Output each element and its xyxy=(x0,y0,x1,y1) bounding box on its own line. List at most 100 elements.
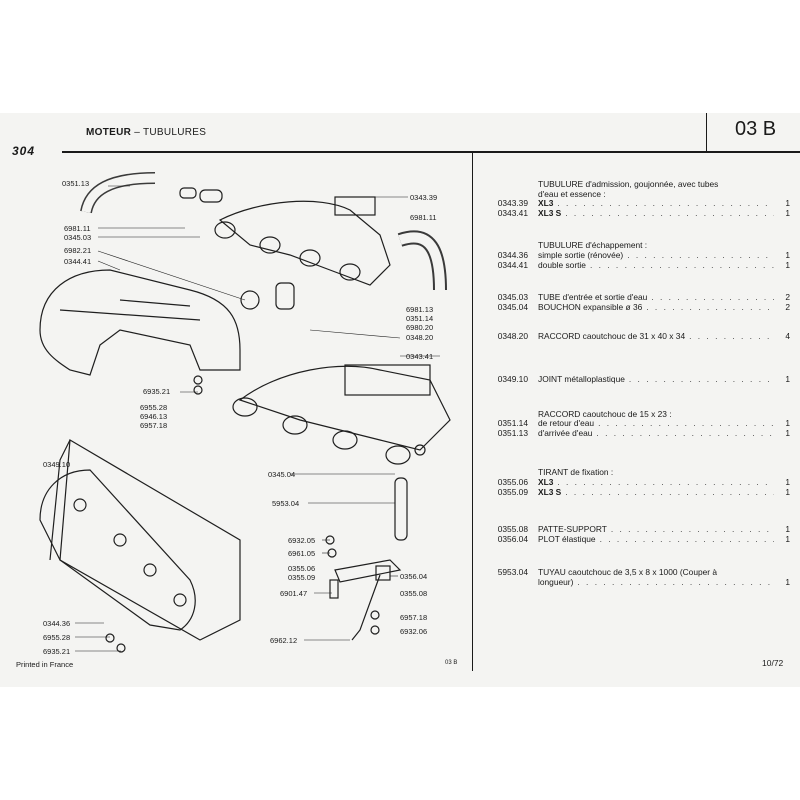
diagram-label: 0356.04 xyxy=(400,572,428,581)
part-quantity: 1 xyxy=(785,198,790,209)
part-quantity: 1 xyxy=(785,427,790,438)
part-ref: 0348.20 xyxy=(497,331,528,342)
part-description: XL3 xyxy=(538,477,554,487)
part-description: longueur) xyxy=(538,577,574,587)
part-ref: 0355.08 xyxy=(497,524,528,535)
rubber-pipe xyxy=(394,477,408,541)
diagram-label: 0345.04 xyxy=(268,470,296,479)
part-desc-wrap: BOUCHON expansible ø 36. . . . . . . . .… xyxy=(538,303,778,313)
parts-line: longueur). . . . . . . . . . . . . . . .… xyxy=(478,576,790,588)
part-ref: 0351.14 xyxy=(497,418,528,429)
diagram-label: 0344.36 xyxy=(43,619,71,628)
leader-dots: . . . . . . . . . . . . . . . . . . . . … xyxy=(557,477,774,487)
part-ref: 0344.41 xyxy=(497,259,528,270)
leader-dots: . . . . . . . . . . . . . . . . . . . . … xyxy=(565,487,774,497)
part-ref: 0356.04 xyxy=(497,533,528,544)
part-desc-wrap: TUBULURE d'admission, goujonnée, avec tu… xyxy=(538,180,778,190)
part-ref: 0345.03 xyxy=(497,292,528,303)
diagram-label: 6955.28 xyxy=(43,633,71,642)
part-description: PATTE-SUPPORT xyxy=(538,525,607,535)
part-description: TUBE d'entrée et sortie d'eau xyxy=(538,293,648,303)
part-ref: 0351.13 xyxy=(497,427,528,438)
leader-dots: . . . . . . . . . . . . . . . . . . . . … xyxy=(599,534,774,544)
sheet-background xyxy=(0,113,800,687)
part-quantity: 1 xyxy=(785,533,790,544)
leader-dots: . . . . . . . . . . . . . . . . . . . . … xyxy=(628,374,774,384)
section-number: 03 B xyxy=(735,118,777,140)
parts-entry: 0345.03 TUBE d'entrée et sortie d'eau. . … xyxy=(478,293,790,312)
exhaust-manifold-lower xyxy=(39,469,196,631)
diagram-label: 6957.18 xyxy=(140,421,168,430)
part-description: XL3 S xyxy=(538,487,562,497)
part-desc-wrap: PATTE-SUPPORT. . . . . . . . . . . . . .… xyxy=(538,525,778,535)
title-separator: – xyxy=(131,127,143,138)
part-quantity: 1 xyxy=(785,259,790,270)
diagram-label: 0343.41 xyxy=(406,352,434,361)
model-logo: 304 xyxy=(12,144,36,158)
diagram-label: 6901.47 xyxy=(280,589,308,598)
part-desc-wrap: PLOT élastique. . . . . . . . . . . . . … xyxy=(538,535,778,545)
leader-dots: . . . . . . . . . . . . . . . . . . . . … xyxy=(598,419,774,429)
diagram-label: 0355.09 xyxy=(288,573,316,582)
diagram-label: 6935.21 xyxy=(43,647,71,656)
title-section: MOTEUR xyxy=(86,127,132,138)
diagram-label: 6955.28 xyxy=(140,403,168,412)
diagram-label: 6981.11 xyxy=(64,224,91,233)
part-desc-wrap: JOINT métalloplastique. . . . . . . . . … xyxy=(538,375,778,385)
parts-line: TUBULURE d'admission, goujonnée, avec tu… xyxy=(478,180,790,190)
diagram-label: 0349.10 xyxy=(43,460,71,469)
header-rule xyxy=(62,151,800,153)
part-desc-wrap: XL3. . . . . . . . . . . . . . . . . . .… xyxy=(538,199,778,209)
part-description: PLOT élastique xyxy=(538,534,596,544)
diagram-label: 6981.11 xyxy=(410,213,437,222)
part-ref: 0343.41 xyxy=(497,207,528,218)
part-desc-wrap: d'arrivée d'eau. . . . . . . . . . . . .… xyxy=(538,429,778,439)
part-quantity: 2 xyxy=(785,292,790,303)
part-description: simple sortie (rénovée) xyxy=(538,250,624,260)
part-description: TUBULURE d'admission, goujonnée, avec tu… xyxy=(538,180,719,189)
diagram-label: 0355.06 xyxy=(288,564,316,573)
diagram-label: 6957.18 xyxy=(400,613,428,622)
part-description: TIRANT de fixation : xyxy=(538,468,614,478)
part-ref: 0344.36 xyxy=(497,249,528,260)
diagram-label: 6932.05 xyxy=(288,536,316,545)
footer-printed: Printed in France xyxy=(16,660,74,669)
part-ref: 0355.06 xyxy=(497,476,528,487)
part-ref: 5953.04 xyxy=(497,567,528,578)
part-desc-wrap: XL3. . . . . . . . . . . . . . . . . . .… xyxy=(538,478,778,488)
part-description: XL3 S xyxy=(538,208,562,218)
diagram-label: 6935.21 xyxy=(143,387,171,396)
intake-manifold-lower xyxy=(238,365,451,451)
part-quantity: 1 xyxy=(785,373,790,384)
diagram-label: 6962.12 xyxy=(270,636,298,645)
leader-dots: . . . . . . . . . . . . . . . . . . . . … xyxy=(651,293,774,303)
part-quantity: 4 xyxy=(785,331,790,342)
leader-dots: . . . . . . . . . . . . . . . . . . . . … xyxy=(557,199,774,209)
parts-line: 0345.04 BOUCHON expansible ø 36. . . . . … xyxy=(478,301,790,313)
diagram-label: 0344.41 xyxy=(64,257,92,266)
parts-entry: TUBULURE d'admission, goujonnée, avec tu… xyxy=(478,180,790,218)
parts-line: TUBULURE d'échappement : xyxy=(478,241,790,251)
leader-dots: . . . . . . . . . . . . . . . . . . . . … xyxy=(689,332,774,342)
part-description: JOINT métalloplastique xyxy=(538,374,625,384)
diagram-label: 0348.20 xyxy=(406,333,434,342)
part-description: TUBULURE d'échappement : xyxy=(538,241,648,251)
part-desc-wrap: XL3 S. . . . . . . . . . . . . . . . . .… xyxy=(538,488,778,498)
part-quantity: 1 xyxy=(785,576,790,587)
part-ref: 0345.04 xyxy=(497,301,528,312)
parts-list: TUBULURE d'admission, goujonnée, avec tu… xyxy=(478,180,790,587)
part-description: double sortie xyxy=(538,260,586,270)
part-quantity: 1 xyxy=(785,418,790,429)
diagram-label: 0351.14 xyxy=(406,314,434,323)
diagram-label: 0345.03 xyxy=(64,233,92,242)
